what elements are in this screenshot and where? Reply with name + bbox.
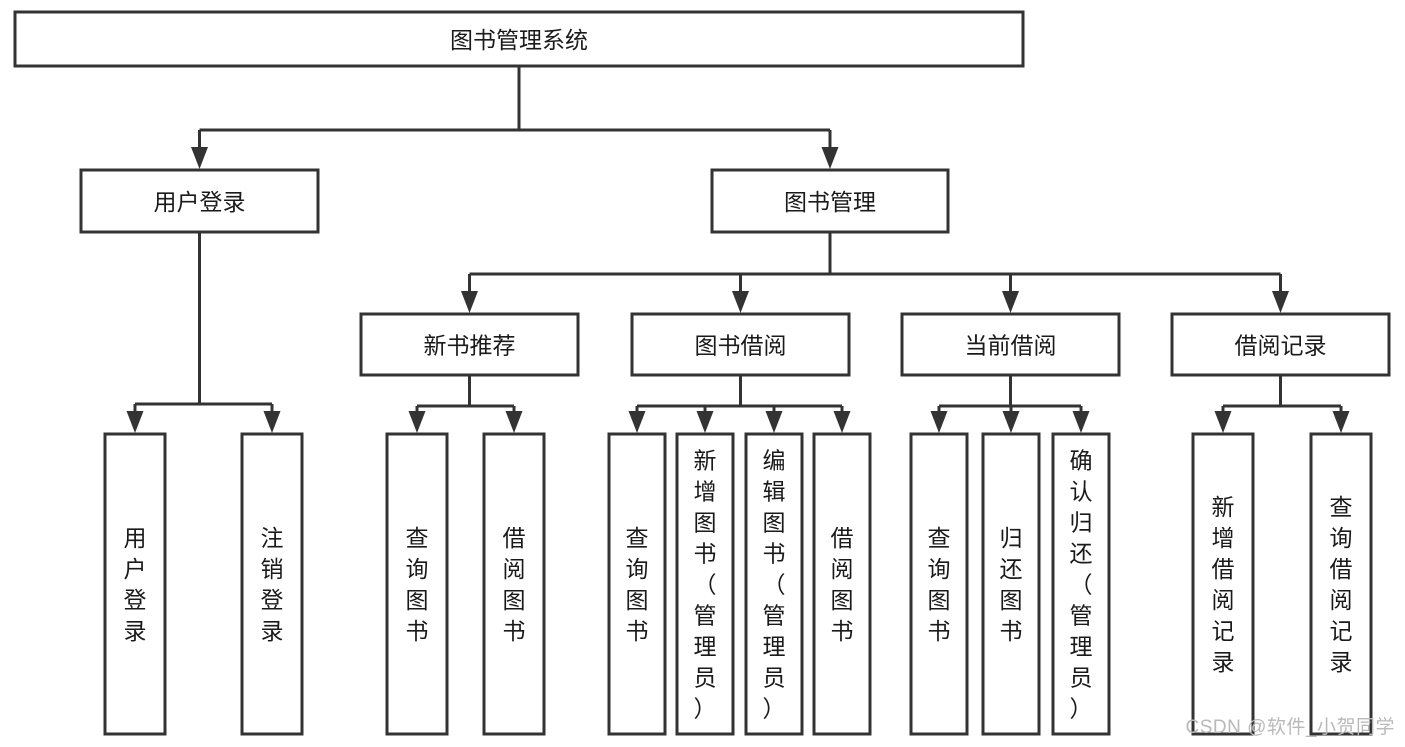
- node-label: 确认归还（管理员）: [1070, 448, 1093, 722]
- node-label: 新增图书（管理员）: [694, 448, 717, 722]
- node-label: 查询借阅记录: [1330, 494, 1353, 675]
- node-box: [1051, 432, 1111, 736]
- node-box: [1191, 432, 1255, 736]
- node-label: 图书管理: [784, 189, 876, 215]
- node-box: [13, 10, 1025, 68]
- node-label: 新增借阅记录: [1212, 494, 1235, 675]
- node-box: [79, 168, 320, 234]
- connector-group: [1214, 375, 1350, 433]
- node-cu-query[interactable]: 查询图书: [909, 432, 969, 736]
- node-label: 注销登录: [261, 525, 284, 644]
- node-box: [385, 432, 449, 736]
- node-login[interactable]: 用户登录: [79, 168, 320, 234]
- node-login-in[interactable]: 用户登录: [103, 432, 167, 736]
- node-label: 编辑图书（管理员）: [763, 448, 786, 722]
- node-label: 新书推荐: [424, 333, 516, 359]
- edges-layer: [126, 66, 1350, 433]
- node-label: 当前借阅: [965, 333, 1057, 359]
- node-box: [240, 432, 304, 736]
- connector-group: [191, 66, 839, 169]
- node-box: [981, 432, 1041, 736]
- node-cu-return[interactable]: 归还图书: [981, 432, 1041, 736]
- node-bookmgr[interactable]: 图书管理: [710, 168, 950, 234]
- node-box: [607, 432, 667, 736]
- node-box: [482, 432, 546, 736]
- node-box: [103, 432, 167, 736]
- node-label: 用户登录: [154, 189, 246, 215]
- node-box: [900, 312, 1121, 377]
- node-box: [1309, 432, 1373, 736]
- node-nb-query[interactable]: 查询图书: [385, 432, 449, 736]
- node-box: [812, 432, 872, 736]
- node-current[interactable]: 当前借阅: [900, 312, 1121, 377]
- node-label: 用户登录: [124, 525, 147, 644]
- node-box: [675, 432, 735, 736]
- node-re-add[interactable]: 新增借阅记录: [1191, 432, 1255, 736]
- node-re-query[interactable]: 查询借阅记录: [1309, 432, 1373, 736]
- node-box: [630, 312, 851, 377]
- node-label: 借阅图书: [831, 525, 854, 644]
- connector-group: [930, 375, 1090, 433]
- nodes-layer: 图书管理系统用户登录图书管理新书推荐图书借阅当前借阅借阅记录用户登录注销登录查询…: [13, 10, 1391, 736]
- node-borrow[interactable]: 图书借阅: [630, 312, 851, 377]
- node-box: [359, 312, 580, 377]
- node-bo-edit[interactable]: 编辑图书（管理员）: [744, 432, 804, 736]
- node-cu-confirm[interactable]: 确认归还（管理员）: [1051, 432, 1111, 736]
- connector-group: [408, 375, 523, 433]
- node-box: [1170, 312, 1391, 377]
- node-label: 归还图书: [1000, 525, 1023, 644]
- node-label: 查询图书: [626, 525, 649, 644]
- node-newbook[interactable]: 新书推荐: [359, 312, 580, 377]
- node-login-out[interactable]: 注销登录: [240, 432, 304, 736]
- node-nb-borrow[interactable]: 借阅图书: [482, 432, 546, 736]
- node-label: 查询图书: [928, 525, 951, 644]
- node-label: 查询图书: [406, 525, 429, 644]
- node-label: 图书管理系统: [450, 27, 588, 53]
- connector-group: [126, 232, 281, 433]
- connector-group: [461, 232, 1289, 313]
- node-label: 图书借阅: [695, 333, 787, 359]
- node-box: [710, 168, 950, 234]
- node-label: 借阅记录: [1235, 333, 1327, 359]
- node-label: 借阅图书: [503, 525, 526, 644]
- node-box: [909, 432, 969, 736]
- node-bo-query[interactable]: 查询图书: [607, 432, 667, 736]
- node-bo-add[interactable]: 新增图书（管理员）: [675, 432, 735, 736]
- node-bo-lend[interactable]: 借阅图书: [812, 432, 872, 736]
- node-record[interactable]: 借阅记录: [1170, 312, 1391, 377]
- node-box: [744, 432, 804, 736]
- connector-group: [628, 375, 851, 433]
- node-root[interactable]: 图书管理系统: [13, 10, 1025, 68]
